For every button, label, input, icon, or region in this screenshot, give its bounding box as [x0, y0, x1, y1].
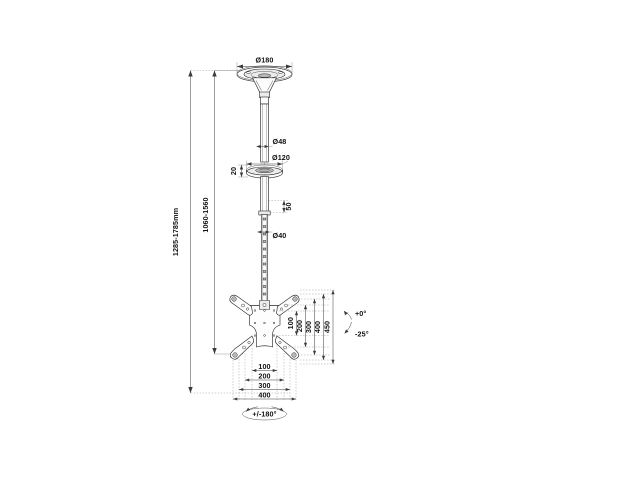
vesa-horizontal-dimensions — [232, 345, 297, 401]
pole-height-label: 1060-1560 — [201, 197, 210, 232]
upper-tube-diameter-dimension — [256, 144, 273, 149]
pole-adjustment-holes — [262, 217, 267, 296]
vesa-horizontal-300-label: 300 — [258, 381, 270, 390]
lower-pole-diameter-dimension — [257, 230, 273, 234]
vesa-vertical-400-label: 400 — [313, 321, 322, 333]
tilt-down-angle-label: -25° — [355, 330, 369, 339]
vesa-vertical-300-label: 300 — [304, 321, 313, 333]
joint-spacing-dimension — [268, 200, 288, 213]
collar-height-label: 20 — [229, 167, 238, 175]
ceiling-plate-diameter-dimension — [236, 62, 293, 76]
vesa-vertical-200-label: 200 — [295, 320, 304, 332]
vesa-vertical-100-label: 100 — [286, 317, 295, 329]
bracket-arm-lower-left — [229, 335, 254, 360]
vesa-bracket — [229, 294, 300, 360]
vesa-horizontal-400-label: 400 — [258, 391, 270, 400]
mid-tube — [258, 176, 271, 216]
collar-height-dimension — [238, 164, 248, 178]
vesa-vertical-450-label: 450 — [323, 321, 332, 333]
vesa-hole-pattern — [253, 309, 276, 337]
rotation-angle-label: +/-180° — [252, 410, 276, 419]
bracket-arm-lower-right — [275, 335, 300, 360]
tilt-up-angle-label: +0° — [355, 309, 366, 318]
bracket-arm-upper-left — [229, 294, 253, 316]
ceiling-plate-diameter-label: Ø180 — [256, 56, 274, 65]
overall-height-label: 1285-1785mm — [171, 208, 180, 256]
rotation-annotation — [242, 406, 287, 421]
joint-spacing-label: 50 — [284, 202, 293, 210]
collar-diameter-dimension — [246, 160, 289, 170]
upper-tube — [260, 103, 269, 163]
vesa-horizontal-200-label: 200 — [258, 372, 270, 381]
lower-pole — [260, 214, 269, 303]
upper-tube-diameter-label: Ø48 — [273, 137, 287, 146]
lower-pole-diameter-label: Ø40 — [273, 231, 287, 240]
vesa-horizontal-100-label: 100 — [258, 362, 270, 371]
vesa-vertical-dimensions — [276, 289, 336, 365]
tilt-angle-annotation — [343, 310, 352, 334]
collar-diameter-label: Ø120 — [272, 153, 290, 162]
decorative-collar — [246, 164, 283, 179]
